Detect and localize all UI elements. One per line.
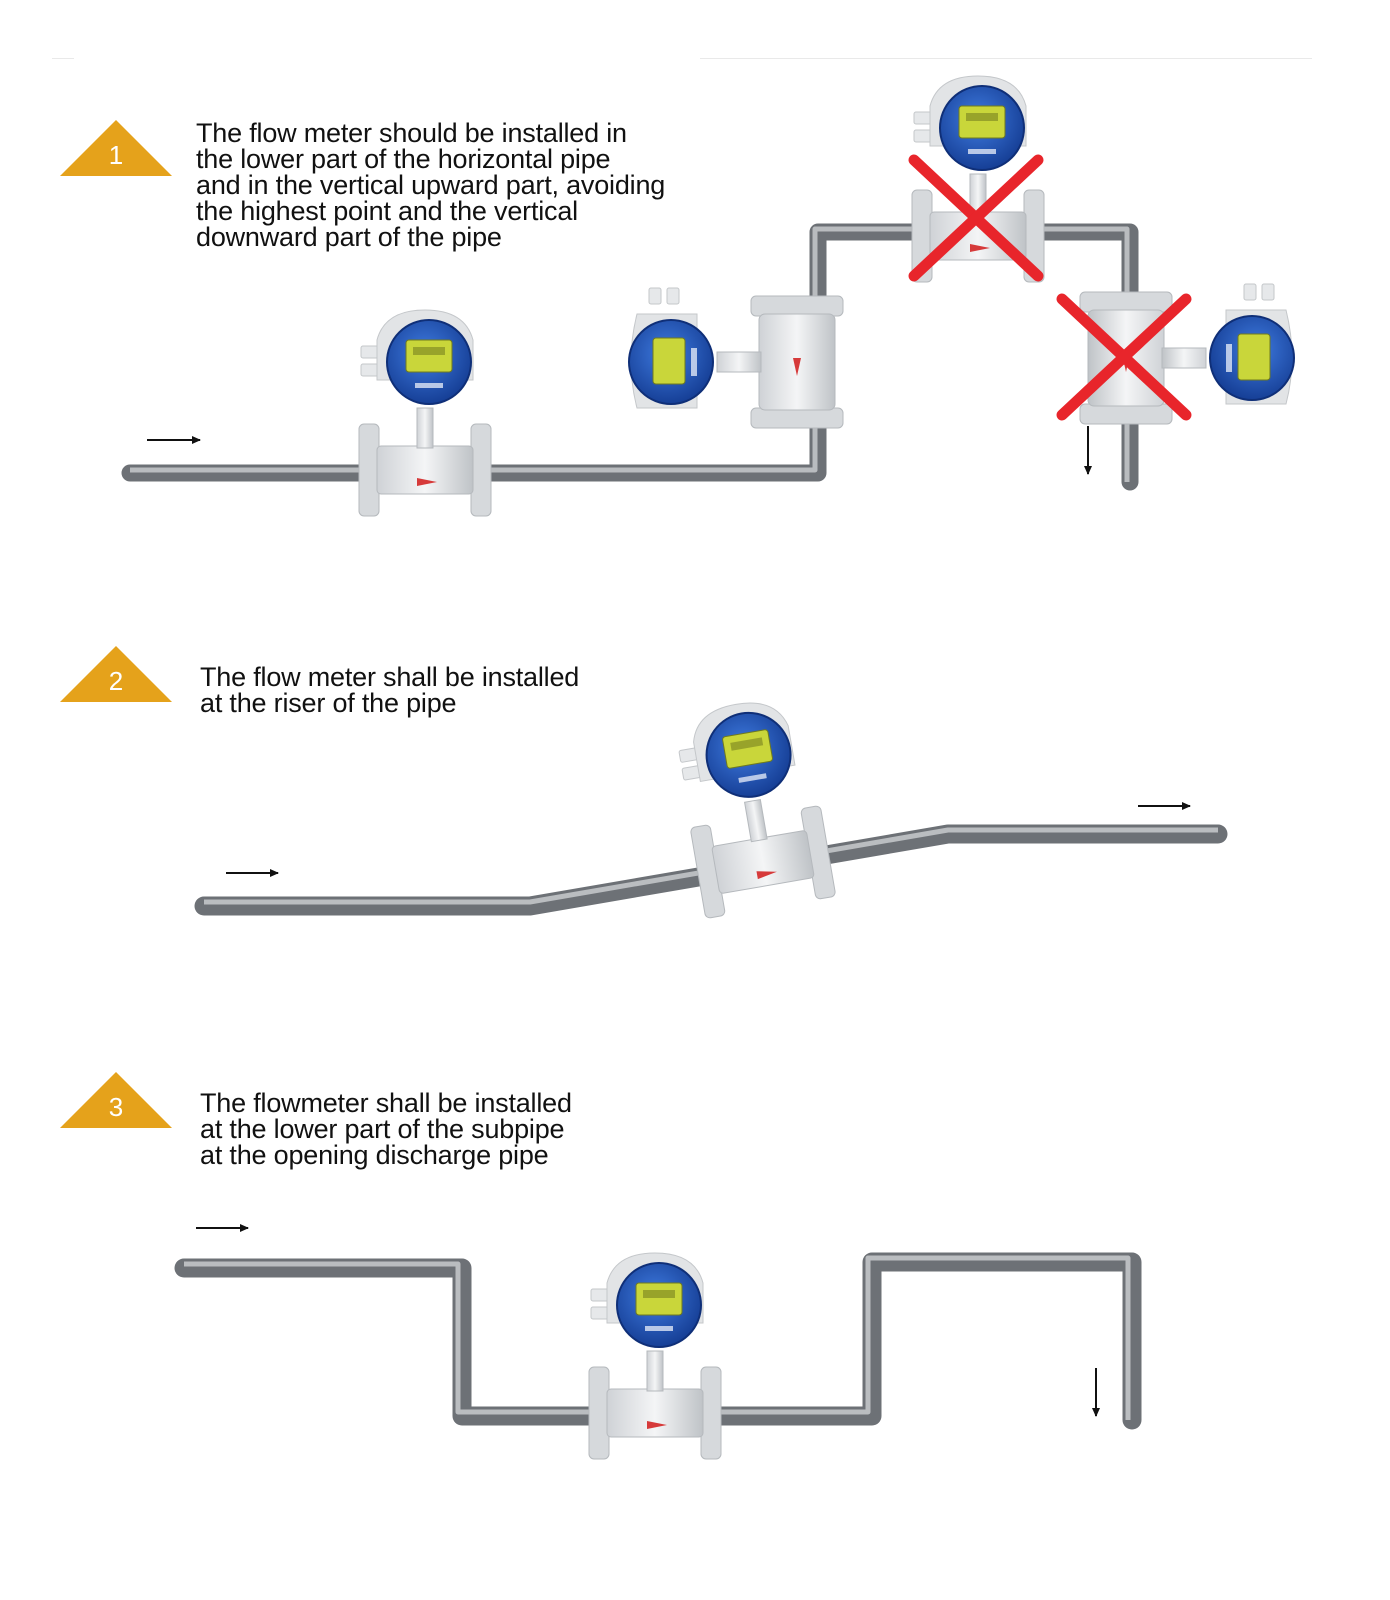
section-2-text: The flow meter shall be installed at the…: [200, 662, 580, 718]
section-1-text: The flow meter should be installed in th…: [196, 118, 666, 252]
diagram-2: [194, 692, 1228, 920]
top-divider-right: [700, 58, 1312, 59]
section-3-text: The flowmeter shall be installed at the …: [200, 1088, 572, 1170]
warning-triangle-icon: [60, 1072, 172, 1128]
warning-triangle-icon: [60, 646, 172, 702]
diagram-1: [121, 75, 1295, 517]
electromagnetic-flowmeter-icon: [588, 1252, 722, 1460]
top-divider-left: [52, 58, 74, 59]
electromagnetic-flowmeter-icon: [628, 287, 844, 429]
section-2-badge: 2: [60, 646, 172, 704]
section-2-number: 2: [108, 666, 124, 696]
pipe-3: [174, 1252, 1142, 1430]
section-1-number: 1: [108, 140, 124, 170]
warning-triangle-icon: [60, 120, 172, 176]
diagram-3: [174, 1224, 1142, 1460]
section-3-number: 3: [108, 1092, 124, 1122]
section-3-badge: 3: [60, 1072, 172, 1130]
electromagnetic-flowmeter-icon: [358, 309, 492, 517]
section-1-badge: 1: [60, 120, 172, 178]
